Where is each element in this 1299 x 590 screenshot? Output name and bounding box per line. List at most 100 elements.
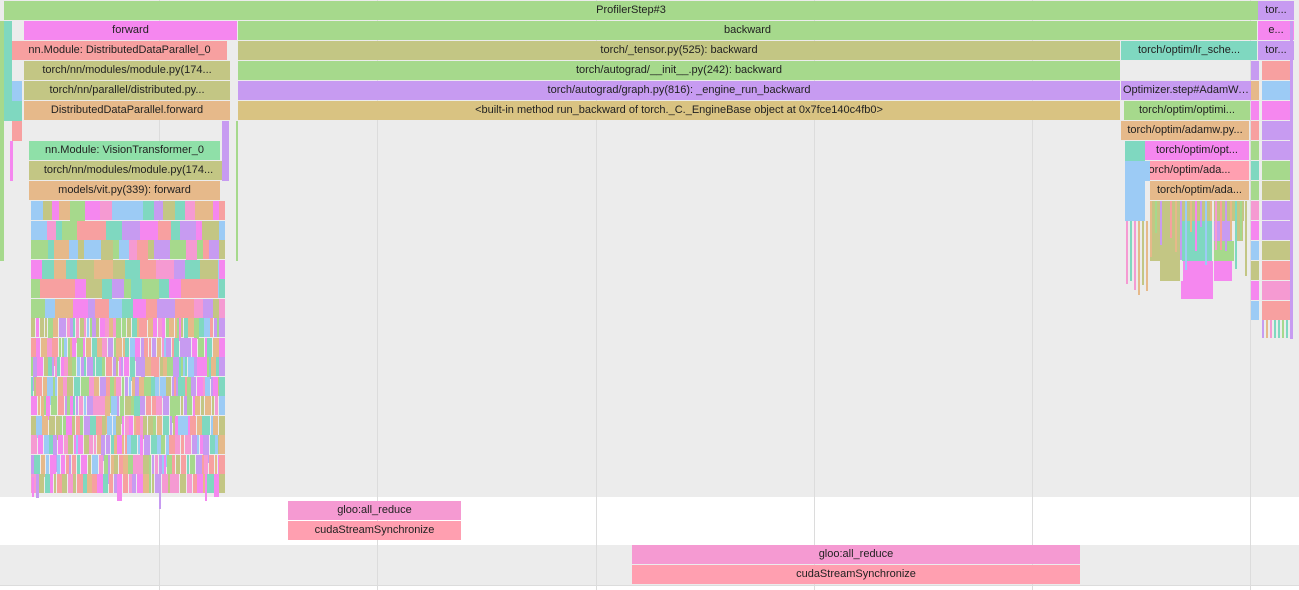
trace-slice[interactable]: torch/optim/ada... bbox=[1127, 161, 1249, 180]
call-stack-sliver bbox=[216, 415, 218, 435]
call-stack-sliver bbox=[1160, 261, 1180, 281]
trace-slice[interactable]: torch/optim/optimi... bbox=[1124, 101, 1250, 120]
call-stack-sliver bbox=[125, 396, 131, 415]
trace-slice[interactable]: forward bbox=[24, 21, 237, 40]
trace-slice[interactable]: gloo:all_reduce bbox=[632, 545, 1080, 564]
call-stack-sliver bbox=[62, 474, 67, 493]
trace-slice[interactable]: torch/nn/parallel/distributed.py... bbox=[24, 81, 230, 100]
call-stack-sliver bbox=[175, 201, 185, 220]
call-stack-sliver bbox=[49, 435, 53, 454]
call-stack-sliver bbox=[166, 318, 169, 337]
call-stack-sliver bbox=[211, 415, 213, 435]
call-stack-sliver bbox=[178, 415, 182, 435]
call-stack-sliver bbox=[125, 337, 129, 357]
call-stack-sliver bbox=[172, 454, 175, 474]
call-stack-sliver bbox=[173, 415, 175, 454]
trace-slice[interactable]: cudaStreamSynchronize bbox=[288, 521, 461, 540]
call-stack-sliver bbox=[236, 121, 238, 261]
call-stack-sliver bbox=[42, 259, 54, 279]
call-stack-sliver bbox=[218, 259, 219, 279]
call-stack-sliver bbox=[131, 415, 133, 435]
call-stack-sliver bbox=[149, 337, 151, 360]
call-stack-sliver bbox=[154, 240, 170, 259]
call-stack-sliver bbox=[152, 396, 156, 415]
trace-slice[interactable]: gloo:all_reduce bbox=[288, 501, 461, 520]
trace-slice[interactable]: ProfilerStep#3 bbox=[4, 1, 1258, 20]
call-stack-sliver bbox=[59, 337, 61, 357]
call-stack-sliver bbox=[1251, 161, 1259, 180]
call-stack-sliver bbox=[99, 454, 103, 474]
call-stack-sliver bbox=[181, 435, 184, 454]
trace-slice[interactable]: backward bbox=[238, 21, 1257, 40]
call-stack-sliver bbox=[196, 220, 202, 240]
trace-slice[interactable]: torch/autograd/__init__.py(242): backwar… bbox=[238, 61, 1120, 80]
call-stack-sliver bbox=[72, 357, 76, 376]
call-stack-sliver bbox=[31, 396, 37, 415]
trace-slice[interactable]: torch/optim/opt... bbox=[1145, 141, 1249, 160]
call-stack-sliver bbox=[1262, 81, 1290, 100]
call-stack-sliver bbox=[38, 396, 40, 415]
call-stack-sliver bbox=[181, 318, 183, 337]
trace-slice[interactable]: torch/autograd/graph.py(816): _engine_ru… bbox=[238, 81, 1120, 100]
call-stack-sliver bbox=[93, 396, 99, 415]
call-stack-sliver bbox=[114, 454, 118, 474]
call-stack-sliver bbox=[77, 337, 83, 357]
call-stack-sliver bbox=[77, 259, 94, 279]
call-stack-sliver bbox=[1251, 181, 1259, 200]
trace-slice[interactable]: torch/optim/ada... bbox=[1150, 181, 1249, 200]
call-stack-sliver bbox=[31, 240, 48, 259]
trace-slice[interactable]: torch/optim/lr_sche... bbox=[1121, 41, 1257, 60]
call-stack-sliver bbox=[4, 21, 12, 121]
call-stack-sliver bbox=[167, 454, 172, 474]
call-stack-sliver bbox=[40, 318, 44, 337]
call-stack-sliver bbox=[199, 318, 204, 337]
call-stack-sliver bbox=[194, 298, 203, 318]
call-stack-sliver bbox=[34, 376, 36, 396]
call-stack-sliver bbox=[144, 376, 147, 396]
call-stack-sliver bbox=[151, 357, 154, 376]
call-stack-sliver bbox=[1220, 201, 1222, 250]
trace-slice[interactable]: cudaStreamSynchronize bbox=[632, 565, 1080, 584]
trace-slice[interactable]: tor... bbox=[1258, 1, 1294, 20]
call-stack-sliver bbox=[174, 337, 179, 357]
call-stack-sliver bbox=[187, 298, 194, 318]
call-stack-sliver bbox=[45, 298, 55, 318]
trace-slice[interactable]: nn.Module: VisionTransformer_0 bbox=[29, 141, 220, 160]
trace-slice[interactable]: DistributedDataParallel.forward bbox=[24, 101, 230, 120]
call-stack-sliver bbox=[176, 396, 180, 415]
call-stack-sliver bbox=[96, 318, 99, 337]
call-stack-sliver bbox=[54, 259, 66, 279]
call-stack-sliver bbox=[83, 337, 85, 369]
call-stack-sliver bbox=[179, 357, 181, 387]
trace-slice[interactable]: torch/nn/modules/module.py(174... bbox=[29, 161, 228, 180]
call-stack-sliver bbox=[1251, 81, 1259, 100]
call-stack-sliver bbox=[116, 376, 121, 396]
call-stack-sliver bbox=[1235, 221, 1243, 241]
time-gridline bbox=[1032, 0, 1033, 590]
call-stack-sliver bbox=[149, 474, 151, 493]
call-stack-sliver bbox=[197, 474, 203, 493]
trace-slice[interactable]: Optimizer.step#AdamW.step bbox=[1121, 81, 1251, 100]
trace-slice[interactable]: models/vit.py(339): forward bbox=[29, 181, 220, 200]
trace-slice[interactable]: nn.Module: DistributedDataParallel_0 bbox=[12, 41, 227, 60]
call-stack-sliver bbox=[219, 376, 225, 396]
call-stack-sliver bbox=[217, 318, 219, 337]
call-stack-sliver bbox=[102, 415, 106, 435]
trace-slice[interactable]: torch/_tensor.py(525): backward bbox=[238, 41, 1120, 60]
call-stack-sliver bbox=[31, 435, 37, 454]
trace-slice[interactable]: <built-in method run_backward of torch._… bbox=[238, 101, 1120, 120]
call-stack-sliver bbox=[160, 376, 166, 398]
trace-slice[interactable]: e... bbox=[1258, 21, 1294, 40]
call-stack-sliver bbox=[111, 435, 114, 454]
call-stack-sliver bbox=[89, 435, 93, 454]
trace-slice[interactable]: tor... bbox=[1258, 41, 1294, 60]
call-stack-sliver bbox=[138, 435, 140, 454]
call-stack-sliver bbox=[125, 376, 128, 406]
call-stack-sliver bbox=[77, 357, 80, 376]
call-stack-sliver bbox=[137, 474, 143, 493]
trace-slice[interactable]: torch/optim/adamw.py... bbox=[1121, 121, 1249, 140]
call-stack-sliver bbox=[46, 396, 50, 420]
call-stack-sliver bbox=[163, 396, 169, 415]
trace-slice[interactable]: torch/nn/modules/module.py(174... bbox=[24, 61, 230, 80]
